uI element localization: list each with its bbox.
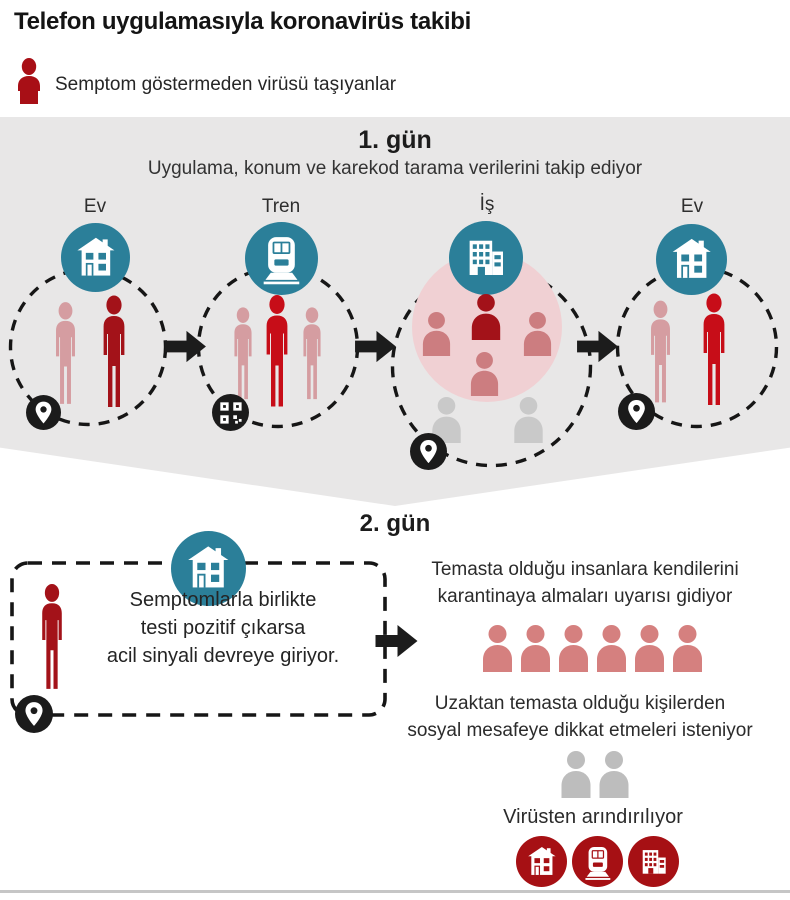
stop-label-home-2: Ev: [680, 196, 704, 217]
disinfect-office-badge: [628, 836, 679, 887]
stop-label-train: Tren: [261, 196, 301, 217]
quarantined-bust-icon: [593, 624, 630, 672]
location-pin-icon: [618, 393, 655, 430]
disinfect-train-badge: [572, 836, 623, 887]
asymptomatic-carrier-icon: [13, 58, 45, 104]
location-pin-icon: [15, 695, 53, 733]
carrier-dark-person-icon: [97, 295, 131, 413]
page-title: Telefon uygulamasıyla koronavirüs takibi: [14, 8, 472, 35]
train-icon: [253, 230, 310, 287]
arrow-right-icon: [375, 622, 418, 660]
alert-line-2: testi pozitif çıkarsa: [140, 617, 306, 639]
location-pin-icon: [26, 395, 61, 430]
location-pin-icon: [410, 433, 447, 470]
distancing-line-1: Uzaktan temasta olduğu kişilerden: [434, 693, 726, 714]
quarantined-bust-icon: [555, 624, 592, 672]
arrow-right-icon: [577, 328, 618, 365]
carrier-light-person-icon: [298, 303, 326, 408]
carrier-bright-person-icon: [697, 293, 731, 411]
quarantined-bust-icon: [631, 624, 668, 672]
legend-label: Semptom göstermeden virüsü taşıyanlar: [55, 74, 397, 95]
quarantine-line-1: Temasta olduğu insanlara kendilerini: [431, 559, 739, 580]
house-icon: [664, 232, 719, 287]
alert-line-3: acil sinyali devreye giriyor.: [106, 645, 340, 667]
distancing-text: Uzaktan temasta olduğu kişilerden sosyal…: [378, 690, 782, 744]
stop-label-home-1: Ev: [83, 196, 107, 217]
train-badge: [245, 222, 318, 295]
distanced-bust-icon: [558, 750, 594, 798]
house-icon: [69, 231, 123, 285]
contact-bust-icon: [419, 311, 454, 356]
arrow-right-icon: [165, 328, 206, 365]
quarantined-bust-icon: [669, 624, 706, 672]
work-badge: [449, 221, 523, 295]
quarantined-bust-icon: [517, 624, 554, 672]
carrier-dark-bust-icon: [467, 293, 505, 340]
distanced-bust-icon: [596, 750, 632, 798]
quarantine-line-2: karantinaya almaları uyarısı gidiyor: [437, 586, 733, 607]
carrier-bright-person-icon: [260, 294, 294, 413]
quarantined-bust-icon: [479, 624, 516, 672]
office-icon: [634, 842, 674, 882]
day1-heading: 1. gün: [358, 126, 432, 154]
alert-line-1: Semptomlarla birlikte: [129, 589, 317, 611]
contact-bust-icon: [466, 351, 503, 396]
train-icon: [578, 842, 618, 882]
home2-badge: [656, 224, 727, 295]
unexposed-bust-icon: [510, 396, 547, 443]
house-icon: [522, 842, 562, 882]
home1-badge: [61, 223, 130, 292]
symptomatic-person-icon: [36, 582, 68, 696]
contact-bust-icon: [520, 311, 555, 356]
carrier-light-person-icon: [229, 303, 257, 408]
quarantined-people-row: [479, 624, 709, 672]
disinfect-home-badge: [516, 836, 567, 887]
alert-home-badge: [171, 531, 246, 606]
arrow-right-icon: [355, 328, 396, 365]
alert-box-text: Semptomlarla birlikte testi pozitif çıka…: [78, 586, 368, 670]
footer-divider: [0, 890, 790, 893]
qr-code-icon: [212, 394, 249, 431]
stop-label-work: İş: [479, 194, 495, 215]
home2-dashed-circle: [615, 265, 779, 429]
day1-subtitle: Uygulama, konum ve karekod tarama verile…: [147, 158, 643, 179]
disinfection-label: Virüsten arındırılıyor: [503, 806, 683, 828]
office-icon: [457, 229, 515, 287]
distancing-line-2: sosyal mesafeye dikkat etmeleri isteniyo…: [407, 720, 753, 741]
day2-heading: 2. gün: [359, 510, 431, 537]
quarantine-text: Temasta olduğu insanlara kendilerini kar…: [392, 556, 778, 610]
